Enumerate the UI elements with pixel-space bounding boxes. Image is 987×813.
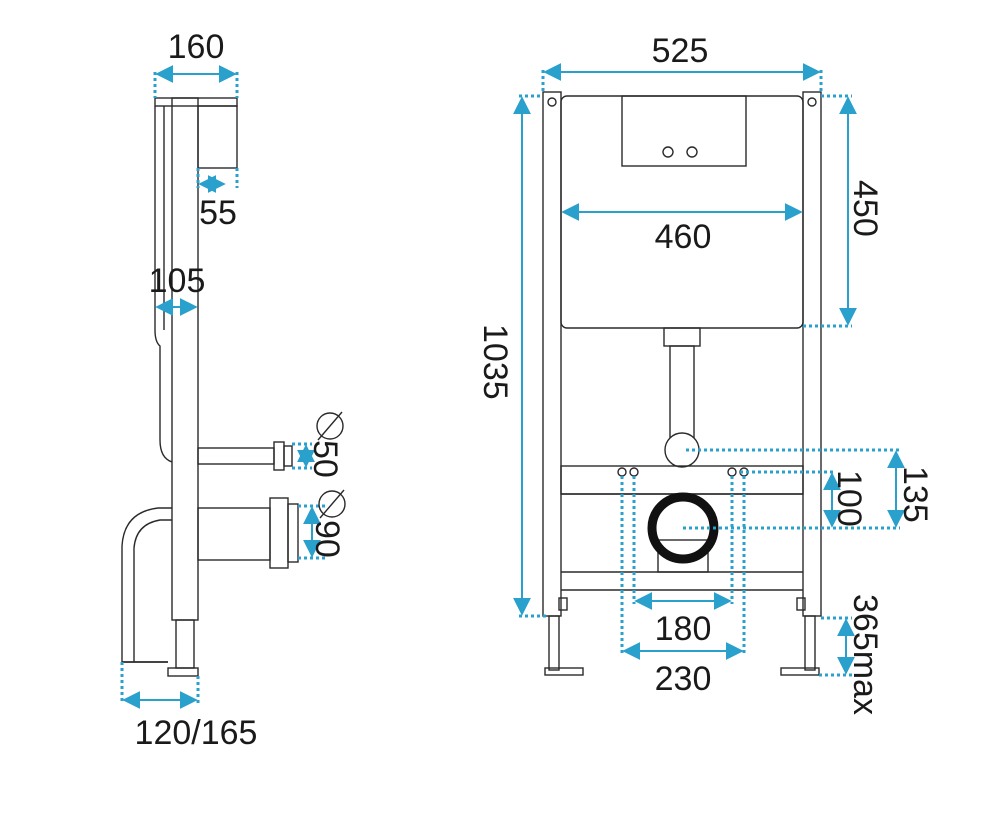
front-right-leg: [804, 615, 816, 671]
dim-50-label: 50: [306, 440, 344, 478]
dim-1035-label: 1035: [476, 324, 514, 400]
front-crossbar: [560, 465, 804, 495]
front-flush-pipe: [669, 345, 695, 441]
dim-525-label: 525: [652, 32, 709, 70]
dim-135-label: 135: [896, 466, 934, 523]
front-right-top-hole: [807, 97, 817, 107]
front-right-leg-clip: [796, 597, 806, 611]
side-leg: [175, 619, 195, 669]
dim-100-label: 100: [830, 470, 868, 527]
front-left-column: [542, 91, 562, 617]
side-foot: [167, 667, 199, 677]
dim-230-label: 230: [655, 660, 712, 698]
front-flush-plate: [621, 95, 747, 167]
front-flush-pipe-top: [663, 327, 701, 347]
dim-180-label: 180: [655, 610, 712, 648]
dim-90-label: 90: [308, 520, 346, 558]
side-drain-50-collar: [273, 441, 285, 471]
dim-365-label: 365max: [846, 594, 884, 715]
front-left-leg-clip: [558, 597, 568, 611]
side-elbow-inner: [133, 519, 172, 662]
side-drain-50-pipe: [197, 447, 275, 465]
side-frame-column: [171, 97, 199, 621]
side-drain-50-end: [283, 445, 293, 467]
dim-460-label: 460: [655, 218, 712, 256]
dim-55-label: 55: [199, 194, 237, 232]
front-left-top-hole: [547, 97, 557, 107]
front-view: 525 1035 460 450 100 135 180 230: [476, 32, 934, 715]
side-view: 160 55 105 50 90 120/165: [120, 28, 346, 752]
dim-105-label: 105: [149, 262, 206, 300]
front-right-foot: [780, 667, 820, 676]
bolt-hole-2: [629, 467, 639, 477]
side-drain-90-pipe: [197, 507, 271, 561]
side-top-bracket: [154, 97, 238, 107]
side-elbow-outer: [121, 507, 172, 663]
side-drain-90-end: [287, 503, 299, 563]
dim-160-label: 160: [168, 28, 225, 66]
front-left-leg: [548, 615, 560, 671]
side-tank-front-box: [197, 105, 238, 169]
front-right-column: [802, 91, 822, 617]
flush-button-left: [662, 146, 674, 158]
dim-450-label: 450: [846, 180, 884, 237]
flush-button-right: [686, 146, 698, 158]
diameter-90-symbol: [318, 489, 346, 519]
front-drain-box: [657, 539, 709, 573]
dim-120-label: 120/165: [135, 714, 258, 752]
bolt-hole-3: [727, 467, 737, 477]
diameter-50-symbol: [316, 411, 344, 441]
side-tank-body: [154, 106, 173, 463]
front-left-foot: [544, 667, 584, 676]
bolt-hole-1: [617, 467, 627, 477]
side-drain-90-collar: [269, 497, 289, 569]
